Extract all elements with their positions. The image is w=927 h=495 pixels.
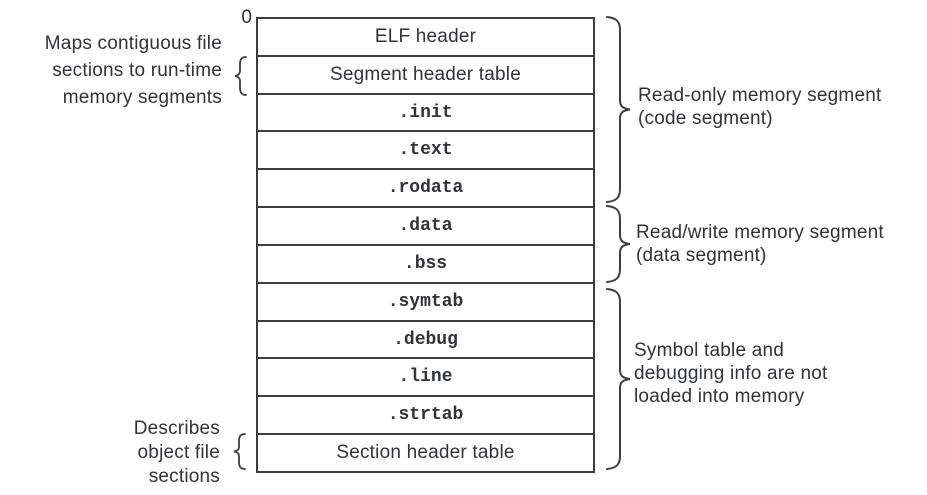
- annotation-read-only-segment: Read-only memory segment (code segment): [638, 84, 881, 130]
- annotation-line: (data segment): [636, 245, 767, 266]
- row-elf-header: ELF header: [258, 19, 593, 55]
- row-label: .symtab: [387, 291, 464, 312]
- row-label: .line: [398, 367, 453, 388]
- annotation-maps-file-sections: Maps contiguous file sections to run-tim…: [45, 30, 222, 111]
- row-init-section: .init: [258, 92, 593, 131]
- annotation-read-write-segment: Read/write memory segment (data segment): [636, 221, 884, 267]
- left-brace-segment-header-table: [234, 56, 247, 96]
- annotation-line: Read/write memory segment: [636, 222, 884, 243]
- annotation-line: memory segments: [62, 87, 222, 108]
- right-brace-read-only-segment: [606, 16, 631, 203]
- row-label: ELF header: [374, 25, 477, 47]
- annotation-line: Symbol table and: [634, 340, 785, 361]
- annotation-line: object file: [137, 442, 220, 463]
- left-brace-section-header-table: [233, 433, 246, 470]
- row-label: .bss: [403, 253, 448, 274]
- annotation-line: sections to run-time: [52, 60, 222, 81]
- annotation-not-loaded: Symbol table and debugging info are not …: [634, 339, 828, 408]
- row-rodata-section: .rodata: [258, 168, 593, 206]
- annotation-describes-object-file: Describes object file sections: [134, 417, 220, 489]
- row-strtab-section: .strtab: [258, 395, 593, 433]
- annotation-line: debugging info are not: [634, 363, 828, 384]
- row-label: .text: [398, 140, 453, 161]
- row-bss-section: .bss: [258, 243, 593, 282]
- elf-file-box: ELF header Segment header table .init .t…: [256, 17, 595, 473]
- row-label: Section header table: [336, 442, 515, 464]
- row-symtab-section: .symtab: [258, 281, 593, 320]
- right-brace-read-write-segment: [606, 205, 631, 283]
- row-debug-section: .debug: [258, 319, 593, 358]
- annotation-line: Maps contiguous file: [44, 33, 222, 54]
- row-label: .debug: [393, 329, 458, 350]
- row-data-section: .data: [258, 206, 593, 244]
- origin-address-label: 0: [241, 7, 252, 28]
- row-section-header-table: Section header table: [258, 433, 593, 471]
- annotation-line: (code segment): [638, 108, 773, 129]
- row-label: .strtab: [387, 405, 464, 426]
- annotation-line: Read-only memory segment: [638, 85, 882, 106]
- right-brace-not-loaded: [606, 288, 631, 470]
- annotation-line: Describes: [133, 418, 220, 439]
- annotation-line: sections: [148, 466, 220, 487]
- row-line-section: .line: [258, 357, 593, 395]
- annotation-line: loaded into memory: [634, 386, 805, 407]
- row-text-section: .text: [258, 130, 593, 168]
- row-label: Segment header table: [330, 63, 521, 85]
- row-label: .rodata: [387, 178, 464, 199]
- row-label: .init: [398, 102, 453, 123]
- row-label: .data: [398, 216, 453, 237]
- row-segment-header-table: Segment header table: [258, 54, 593, 93]
